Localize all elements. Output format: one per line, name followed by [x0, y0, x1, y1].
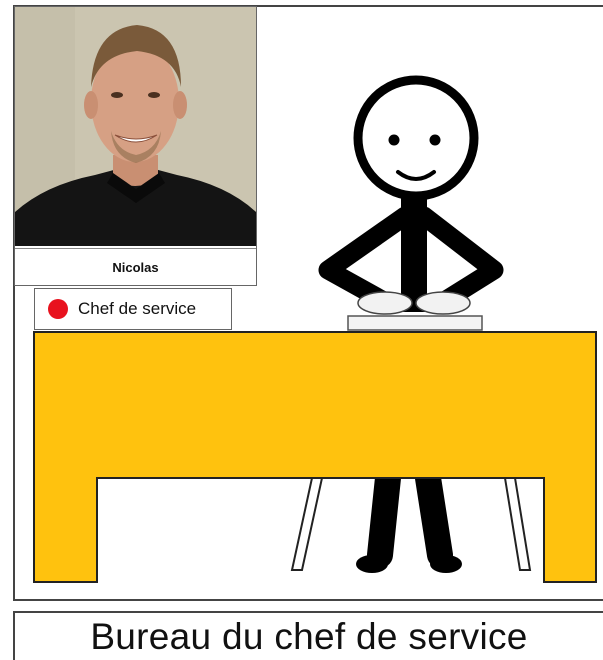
person-photo-card: Nicolas [14, 6, 257, 286]
person-photo [15, 7, 256, 246]
chair-legs [290, 477, 532, 571]
desk [33, 331, 597, 583]
role-tag: Chef de service [34, 288, 232, 330]
hands [357, 291, 471, 315]
person-name: Nicolas [15, 248, 256, 286]
red-dot-icon [48, 299, 68, 319]
person-pictogram [318, 75, 504, 573]
document-on-desk [347, 315, 483, 331]
office-scene [33, 75, 597, 583]
role-label: Chef de service [78, 299, 197, 318]
room-caption: Bureau du chef de service [13, 611, 603, 660]
